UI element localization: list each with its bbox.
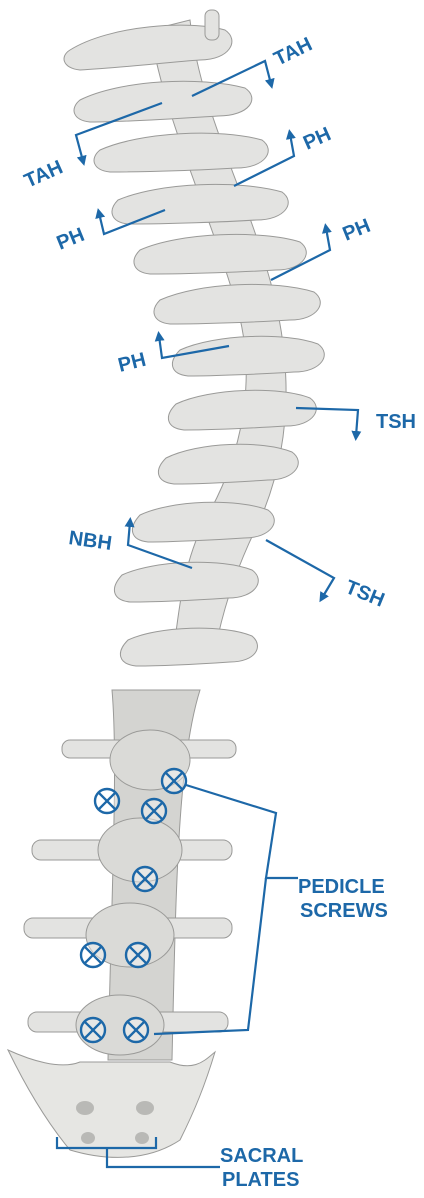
hook-label: PH	[300, 123, 334, 154]
sacral-foramen	[76, 1101, 94, 1115]
sacral-foramen	[81, 1132, 95, 1144]
vertebra	[74, 81, 252, 122]
hook-label: TAH	[271, 33, 316, 70]
hook-label: TAH	[21, 156, 66, 192]
vertebra	[134, 234, 306, 274]
sacral-plates-label-line2: PLATES	[222, 1169, 299, 1191]
pedicle-screw-icon	[81, 1018, 105, 1042]
vertebra	[158, 444, 298, 484]
vertebra	[94, 133, 268, 172]
pedicle-screw-icon	[124, 1018, 148, 1042]
pedicle-screw-icon	[133, 867, 157, 891]
pedicle-screw-icon	[142, 799, 166, 823]
hook-label: NBH	[67, 527, 113, 555]
hook-label: PH	[116, 349, 148, 377]
vertebra	[64, 10, 232, 70]
vertebra	[168, 390, 316, 430]
vertebra	[154, 284, 320, 324]
vertebra	[62, 730, 236, 790]
pedicle-screw-icon	[95, 789, 119, 813]
vertebra	[112, 184, 288, 224]
pedicle-screws-label-line1: PEDICLE	[298, 876, 385, 898]
spine-illustration	[8, 10, 324, 1157]
vertebra	[172, 336, 324, 376]
sacral-foramen	[135, 1132, 149, 1144]
vertebra	[120, 628, 257, 666]
hook-label: TSH	[342, 576, 387, 611]
vertebra	[32, 818, 232, 882]
hook-label: TSH	[376, 411, 416, 433]
vertebra	[132, 502, 274, 542]
sacrum	[8, 1050, 215, 1157]
pedicle-screws-label-line2: SCREWS	[300, 900, 388, 922]
sacral-plates-label-line1: SACRAL	[220, 1145, 303, 1167]
hook-label: PH	[340, 215, 374, 246]
pedicle-screw-icon	[126, 943, 150, 967]
pedicle-screw-icon	[162, 769, 186, 793]
sacral-foramen	[136, 1101, 154, 1115]
pedicle-screw-icon	[81, 943, 105, 967]
vertebra	[114, 562, 258, 602]
thoracic-vertebrae	[64, 10, 324, 666]
hook-marker: TSH	[266, 540, 387, 612]
hook-label: PH	[54, 224, 88, 255]
